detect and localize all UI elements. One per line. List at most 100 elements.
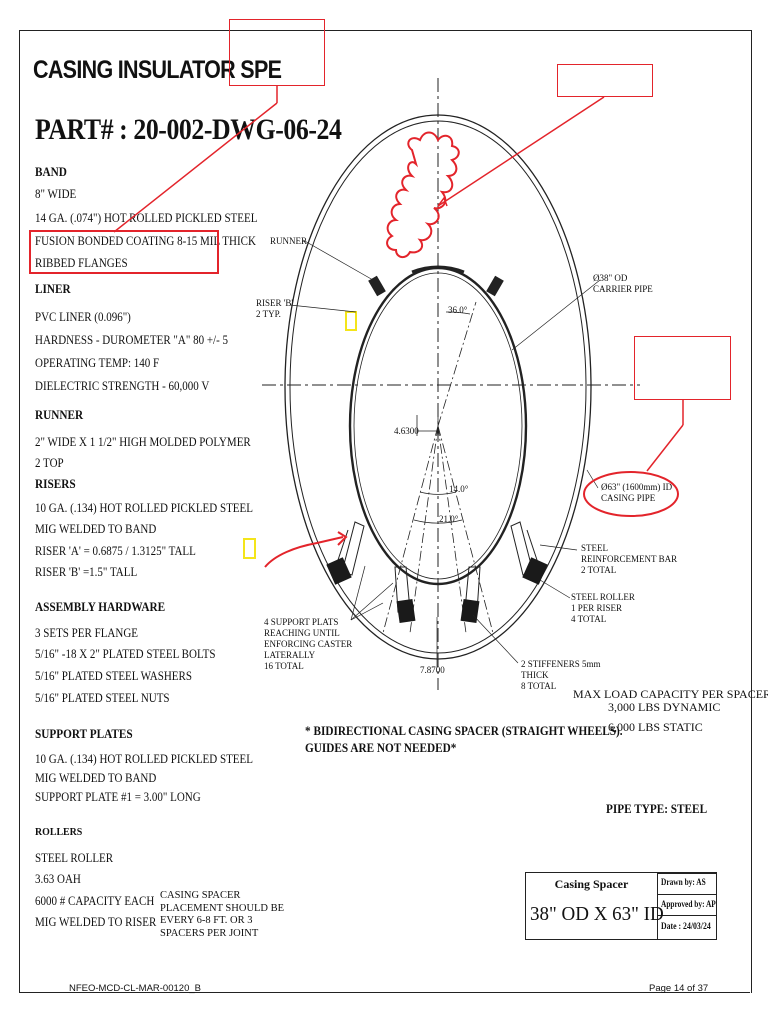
riser-b-left (368, 275, 386, 297)
stiffeners-label: 2 STIFFENERS 5mm THICK 8 TOTAL (521, 659, 601, 691)
plates-line-1: 10 GA. (.134) HOT ROLLED PICKLED STEEL (35, 752, 253, 766)
support-plats-label: 4 SUPPORT PLATS REACHING UNTIL ENFORCING… (264, 617, 353, 671)
roller-right-inner (460, 598, 480, 624)
band-heading: BAND (35, 165, 67, 179)
risers-line-2: MIG WELDED TO BAND (35, 522, 157, 536)
arc-21 (413, 519, 463, 524)
hardware-line-4: 5/16" PLATED STEEL NUTS (35, 691, 170, 705)
riser-b-leader (289, 304, 357, 313)
roller-left-inner (396, 598, 416, 624)
casing-arrow (646, 424, 684, 472)
title-block-name: Casing Spacer (554, 877, 629, 891)
angle-36-line (437, 301, 477, 427)
risers-heading: RISERS (35, 477, 76, 491)
dim-46300-label: 4.6300 (394, 426, 419, 436)
risers-line-1: 10 GA. (.134) HOT ROLLED PICKLED STEEL (35, 501, 253, 515)
runner-label: RUNNER (270, 236, 308, 246)
plates-line-3: SUPPORT PLATE #1 = 3.00" LONG (35, 790, 201, 804)
band-line-4: RIBBED FLANGES (35, 256, 128, 270)
top-runner (411, 265, 465, 274)
page-border (19, 30, 752, 993)
footer-doc-id: NFEO-MCD-CL-MAR-00120_B (69, 983, 201, 994)
band-line-1: 8" WIDE (35, 187, 77, 201)
riser-b-right (486, 275, 504, 297)
capacity-heading: MAX LOAD CAPACITY PER SPACER (573, 687, 768, 701)
roller-left-outer (326, 557, 352, 585)
casing-pipe-inner (289, 120, 587, 654)
plats-leader-1 (350, 582, 394, 621)
riser-b-marker (345, 311, 357, 331)
stiffener-leader (472, 614, 519, 664)
title-block-approved: Approved by: AP (661, 899, 716, 909)
liner-line-3: OPERATING TEMP: 140 F (35, 356, 160, 370)
rollers-line-2: 3.63 OAH (35, 872, 81, 886)
carrier-label: Ø38" OD CARRIER PIPE (593, 273, 653, 294)
liner-line-2: HARDNESS - DUROMETER "A" 80 +/- 5 (35, 333, 229, 347)
arc-14 (419, 491, 457, 495)
riser-b-label: RISER 'B' 2 TYP. (256, 298, 294, 319)
hardware-line-2: 5/16" -18 X 2" PLATED STEEL BOLTS (35, 647, 216, 661)
runner-annotation-box (557, 64, 653, 97)
page-bottom-rule (19, 992, 750, 993)
runner-line-2: 2 TOP (35, 456, 64, 470)
casing-red-ellipse (583, 471, 679, 517)
support-marker (243, 538, 256, 559)
arc-36 (445, 311, 471, 315)
title-block-date: Date : 24/03/24 (661, 922, 711, 932)
hardware-heading: ASSEMBLY HARDWARE (35, 600, 166, 614)
title-block-drawn: Drawn by: AS (661, 877, 706, 887)
roller-right-outer (522, 557, 548, 585)
runner-heading: RUNNER (35, 408, 84, 422)
reinforcement-label: STEEL REINFORCEMENT BAR 2 TOTAL (581, 543, 678, 575)
angle-21-label: 21.0° (439, 514, 459, 524)
capacity-dynamic: 3,000 LBS DYNAMIC (608, 700, 721, 714)
rollers-line-1: STEEL ROLLER (35, 851, 114, 865)
angle-14-label: 14.0° (449, 484, 469, 494)
liner-line-4: DIELECTRIC STRENGTH - 60,000 V (35, 379, 210, 393)
liner-heading: LINER (35, 282, 71, 296)
roller-leader (539, 579, 571, 599)
casing-pipe-outer (284, 114, 592, 660)
reinforcement-leader (539, 544, 578, 551)
runner-leader (302, 239, 374, 281)
risers-line-3: RISER 'A' = 0.6875 / 1.3125" TALL (35, 544, 196, 558)
placement-note: CASING SPACER PLACEMENT SHOULD BE EVERY … (160, 890, 285, 939)
plates-line-2: MIG WELDED TO BAND (35, 771, 157, 785)
support-assembly-left (326, 521, 416, 624)
title-annotation-box (229, 19, 325, 86)
runner-line-1: 2" WIDE X 1 1/2" HIGH MOLDED POLYMER (35, 435, 251, 449)
liner-line-1: PVC LINER (0.096") (35, 310, 131, 324)
lower-left-inner-axis (409, 425, 439, 634)
rollers-line-3: 6000 # CAPACITY EACH (35, 894, 155, 908)
support-assembly-right (460, 521, 548, 624)
casing-annotation-box (634, 336, 731, 400)
rollers-heading: ROLLERS (35, 826, 83, 838)
band-highlight-box (29, 230, 219, 274)
title-block: Casing Spacer 38" OD X 63" ID Drawn by: … (525, 872, 717, 940)
band-line-2: 14 GA. (.074") HOT ROLLED PICKLED STEEL (35, 211, 258, 225)
carrier-leader (511, 279, 601, 351)
angle-36-label: 36.0° (448, 305, 468, 315)
carrier-pipe-liner (353, 272, 523, 580)
part-number: PART# : 20-002-DWG-06-24 (35, 113, 342, 146)
title-arrow (113, 102, 278, 233)
pipe-type: PIPE TYPE: STEEL (606, 802, 708, 816)
capacity-static: 6,000 LBS STATIC (608, 720, 703, 734)
hardware-line-3: 5/16" PLATED STEEL WASHERS (35, 669, 192, 683)
roller-label: STEEL ROLLER 1 PER RISER 4 TOTAL (571, 592, 635, 624)
runner-arrow (437, 96, 605, 207)
lower-right-inner-axis (437, 425, 467, 634)
title-block-size: 38" OD X 63" ID (530, 903, 664, 925)
plates-heading: SUPPORT PLATES (35, 727, 133, 741)
footer-page: Page 14 of 37 (649, 983, 709, 994)
band-line-3: FUSION BONDED COATING 8-15 MIL THICK (35, 234, 256, 248)
risers-line-4: RISER 'B' =1.5" TALL (35, 565, 138, 579)
support-red-arrow (264, 536, 344, 568)
rollers-line-4: MIG WELDED TO RISER (35, 915, 157, 929)
runner-red-highlight (386, 131, 460, 258)
dim-78700-label: 7.8700 (420, 665, 445, 675)
hardware-line-1: 3 SETS PER FLANGE (35, 626, 138, 640)
casing-leader (586, 469, 599, 489)
bidirectional-note: * BIDIRECTIONAL CASING SPACER (STRAIGHT … (305, 724, 623, 755)
